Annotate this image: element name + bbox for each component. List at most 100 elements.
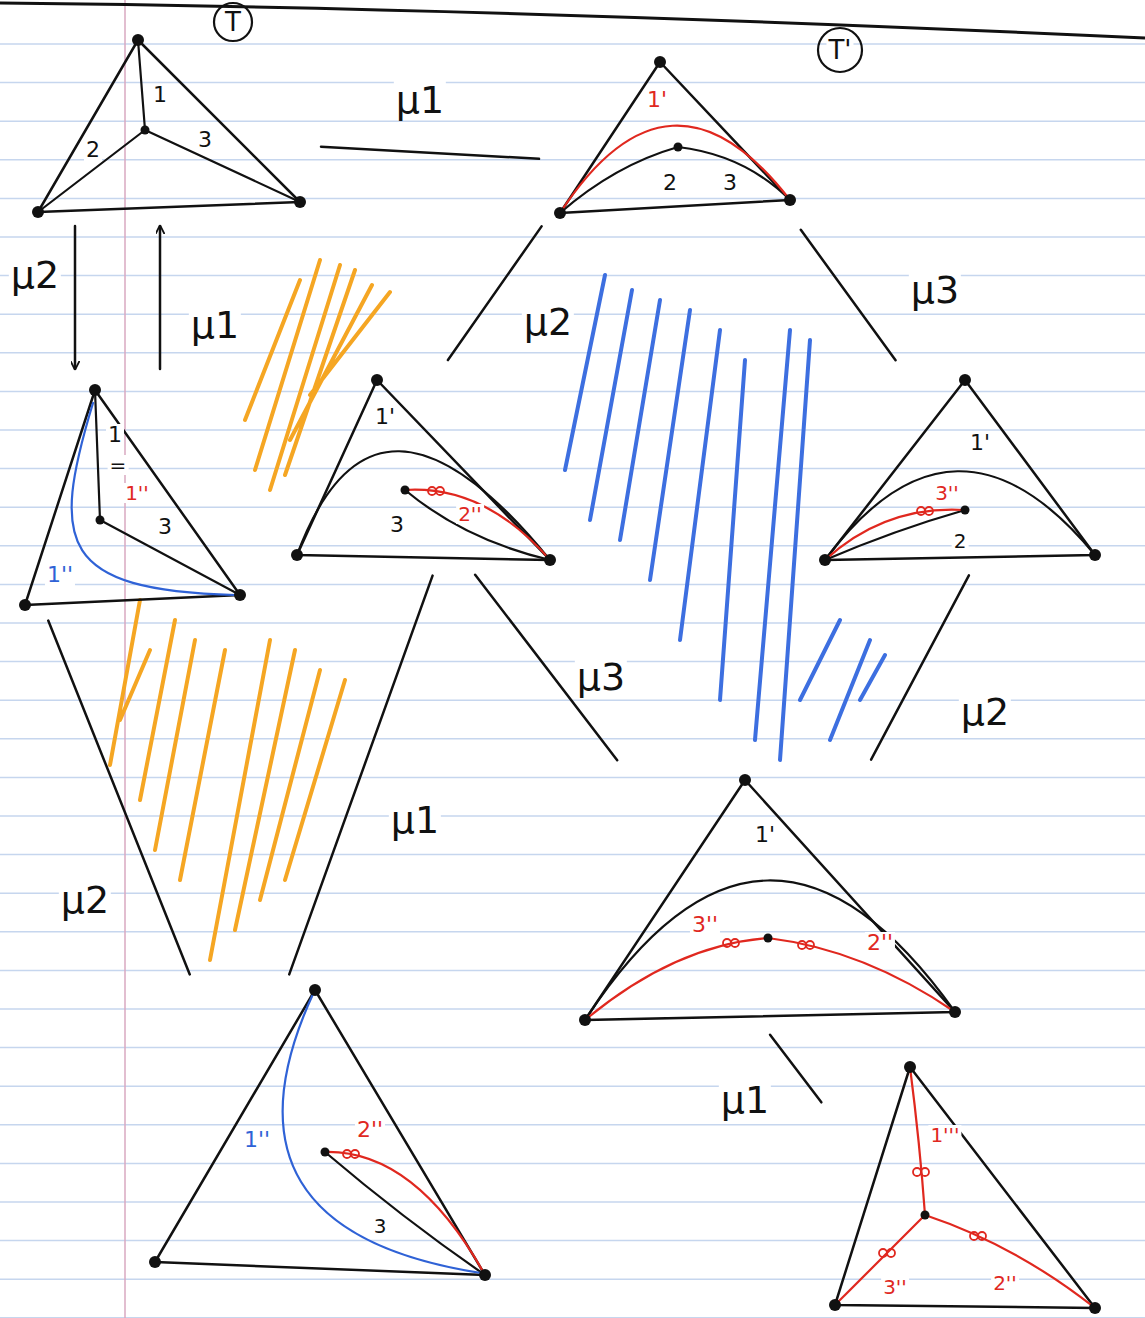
arc — [585, 938, 768, 1020]
marked-point — [579, 1014, 591, 1026]
twist-mark — [351, 1150, 359, 1158]
arc — [95, 390, 100, 520]
marked-point — [949, 1006, 961, 1018]
top-rule — [0, 3, 1145, 38]
triangle-outline — [155, 990, 485, 1275]
marked-point — [371, 374, 383, 386]
arc — [405, 490, 550, 560]
triangle-outline — [560, 62, 790, 213]
marked-point — [294, 196, 306, 208]
arc-label: T' — [826, 37, 853, 63]
triangle-node: 1'3''2 — [815, 365, 1105, 570]
twist-mark — [806, 941, 814, 949]
arc — [297, 451, 550, 560]
arc-label: 3'' — [690, 914, 720, 936]
twist-mark — [925, 507, 933, 515]
marked-point — [479, 1269, 491, 1281]
arc-label: 3'' — [881, 1277, 909, 1297]
mutation-connector — [801, 230, 896, 360]
triangle-outline — [297, 380, 550, 560]
twist-mark — [798, 941, 806, 949]
mutation-connector — [770, 1035, 821, 1103]
arc — [925, 1215, 1095, 1308]
arc — [825, 471, 1095, 560]
arc — [585, 880, 955, 1020]
marked-point — [739, 774, 751, 786]
arc-label: 3 — [372, 1216, 389, 1236]
triangulation-drawing — [145, 980, 495, 1285]
marked-point — [309, 984, 321, 996]
arc — [560, 147, 678, 213]
triangle-outline — [25, 390, 240, 605]
arc-label: 1' — [753, 824, 777, 846]
arc-label: 2 — [661, 172, 679, 194]
arc — [835, 1215, 925, 1305]
mutation-label: μ2 — [9, 256, 61, 294]
label-ring — [214, 3, 252, 41]
arc-label: 3 — [388, 514, 406, 536]
marked-point — [291, 549, 303, 561]
arc — [405, 490, 550, 560]
margin-line — [124, 0, 126, 1318]
triangle-node: T123 — [25, 0, 315, 220]
arc — [72, 403, 235, 595]
marked-point — [132, 34, 144, 46]
marked-point — [1089, 549, 1101, 561]
triangulation-drawing — [825, 1055, 1105, 1313]
marked-point — [149, 1256, 161, 1268]
puncture-point — [141, 126, 150, 135]
triangle-node: 1=1''31'' — [10, 375, 255, 615]
mutation-label: μ1 — [394, 81, 446, 119]
marked-point — [554, 207, 566, 219]
twist-mark — [887, 1249, 895, 1257]
triangle-node: 1''2''3 — [145, 980, 495, 1285]
arc — [138, 40, 145, 130]
marked-point — [544, 554, 556, 566]
arc-label: 1' — [645, 89, 669, 111]
marked-point — [904, 1061, 916, 1073]
triangle-outline — [835, 1067, 1095, 1308]
mutation-connector — [289, 576, 432, 975]
triangle-outline — [825, 380, 1095, 560]
puncture-point — [96, 516, 105, 525]
arc-label: 3 — [196, 129, 214, 151]
arc-label: 2'' — [456, 504, 484, 524]
triangulation-drawing — [285, 365, 560, 570]
arc-label: 3'' — [933, 483, 961, 503]
mutation-connector — [871, 575, 969, 759]
marked-point — [654, 56, 666, 68]
triangle-node: 1'''3''2'' — [825, 1055, 1105, 1313]
puncture-point — [961, 506, 970, 515]
arc — [825, 510, 965, 560]
label-ring — [818, 28, 862, 72]
arc-label: T — [223, 9, 243, 35]
marked-point — [32, 206, 44, 218]
twist-mark — [970, 1232, 978, 1240]
twist-mark — [917, 507, 925, 515]
puncture-point — [764, 934, 773, 943]
arc-label: 1'' — [123, 483, 151, 503]
arc — [910, 1067, 925, 1215]
puncture-point — [401, 486, 410, 495]
triangle-node: 1'2''3 — [285, 365, 560, 570]
arc — [768, 938, 955, 1012]
arc-label: 3 — [721, 172, 739, 194]
twist-mark — [921, 1168, 929, 1176]
triangulation-drawing — [575, 765, 970, 1030]
triangle-outline — [585, 780, 955, 1020]
twist-mark — [428, 487, 436, 495]
arc — [325, 1152, 485, 1275]
ruled-lines — [0, 44, 1145, 1318]
arc-label: 1''' — [928, 1125, 961, 1145]
blue-hatching — [565, 275, 885, 760]
triangle-node: 1'3''2'' — [575, 765, 970, 1030]
arc — [283, 994, 481, 1273]
arc-label: 2'' — [355, 1119, 385, 1141]
marked-point — [959, 374, 971, 386]
arc-label: 1'' — [45, 564, 75, 586]
arc-label: 1 — [106, 424, 124, 446]
triangle-outline — [38, 40, 300, 212]
triangulation-drawing — [25, 0, 315, 220]
